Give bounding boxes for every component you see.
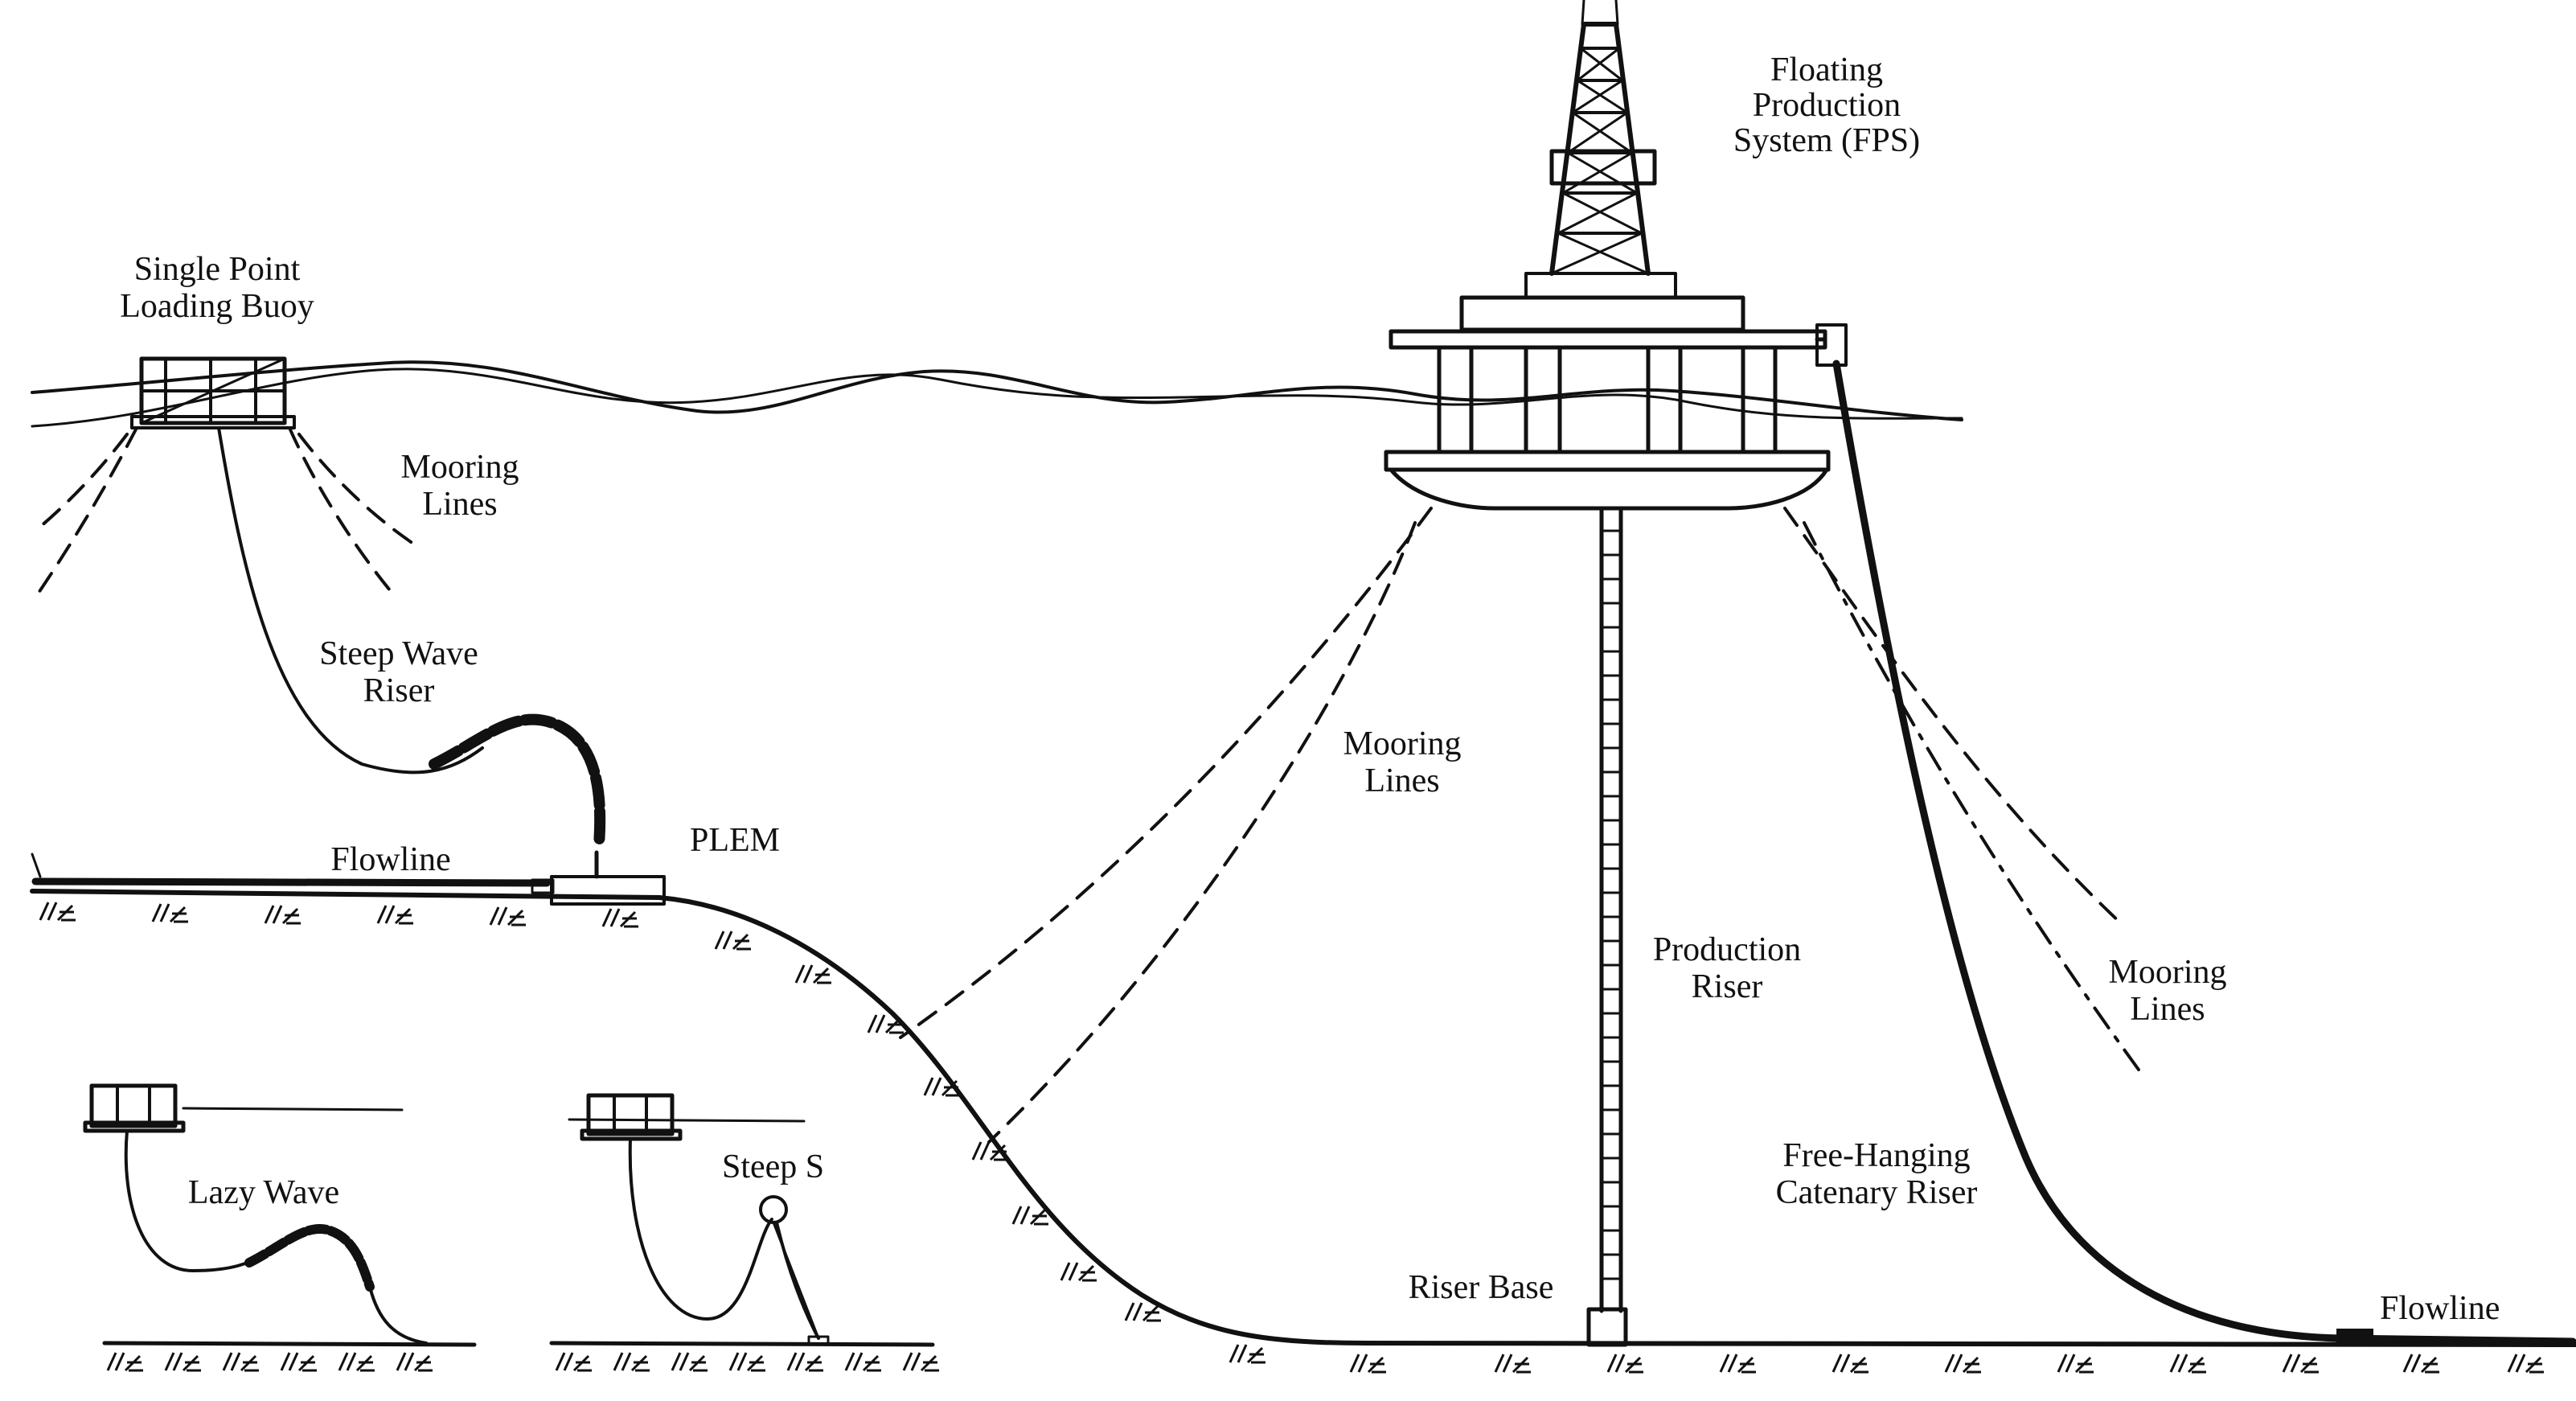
label-mooring-lines-center-line-1: Mooring <box>1343 725 1462 762</box>
label-free-hanging-catenary-riser: Free-Hanging Catenary Riser <box>1776 1137 1978 1211</box>
production-riser-segments <box>1602 529 1621 1280</box>
sea-surface <box>31 360 1963 428</box>
lazy-wave-inset <box>83 1083 477 1372</box>
hatch-mark <box>106 1352 143 1372</box>
fps-deck <box>1388 295 1827 350</box>
hatch-mark <box>489 906 526 926</box>
hatch-mark <box>1832 1354 1868 1374</box>
hatch-mark <box>2282 1354 2319 1374</box>
label-production-riser: Production Riser <box>1653 931 1801 1005</box>
hatch-mark <box>867 1014 904 1034</box>
label-fps-line-2: Production <box>1753 87 1901 124</box>
steep-s-inset <box>549 1093 939 1372</box>
hatch-mark <box>671 1352 708 1372</box>
label-flowline-left: Flowline <box>330 841 450 878</box>
hatch-mark <box>376 905 413 925</box>
hatch-mark <box>1944 1354 1981 1374</box>
seabed-hatching <box>39 902 2544 1374</box>
label-spl-buoy-line-1: Single Point <box>134 251 301 288</box>
hatch-mark <box>1349 1354 1386 1374</box>
label-steep-wave-riser-line-2: Riser <box>363 672 435 709</box>
label-mooring-lines-right-line-1: Mooring <box>2109 954 2227 991</box>
fps-columns <box>1437 345 1778 453</box>
buoy-mooring-lines <box>34 426 420 597</box>
label-spl-buoy-line-2: Loading Buoy <box>120 288 314 325</box>
label-mooring-lines-right-line-2: Lines <box>2130 991 2205 1028</box>
label-production-riser-line-2: Riser <box>1692 968 1763 1005</box>
fps-mooring-lines-left <box>899 507 1433 1144</box>
hatch-mark <box>1606 1354 1643 1374</box>
label-mooring-lines-center: Mooring Lines <box>1343 725 1462 799</box>
hatch-mark <box>971 1141 1008 1161</box>
steep-wave-riser <box>217 426 606 850</box>
hatch-mark <box>264 905 301 925</box>
label-mooring-lines-buoy-line-2: Lines <box>422 486 497 523</box>
hatch-mark <box>786 1352 823 1372</box>
production-riser <box>1599 506 1623 1313</box>
hatch-mark <box>2402 1354 2439 1374</box>
hatch-mark <box>396 1352 433 1372</box>
hatch-mark <box>902 1352 939 1372</box>
fps-pontoon <box>1384 450 1831 511</box>
hatch-mark <box>613 1352 650 1372</box>
hatch-mark <box>1719 1354 1756 1374</box>
hatch-mark <box>280 1352 317 1372</box>
hatch-mark <box>728 1352 765 1372</box>
hatch-mark <box>338 1352 375 1372</box>
hatch-mark <box>794 964 831 984</box>
label-riser-base: Riser Base <box>1409 1269 1554 1306</box>
hatch-mark <box>151 903 188 923</box>
flowline-right-connector <box>2336 1329 2373 1346</box>
fps-mooring-lines-right <box>1783 507 2140 1071</box>
flowline-left <box>31 853 551 887</box>
hatch-mark <box>2169 1354 2206 1374</box>
label-fps: Floating Production System (FPS) <box>1733 51 1920 159</box>
label-fhcr-line-2: Catenary Riser <box>1776 1174 1978 1211</box>
hatch-mark <box>222 1352 259 1372</box>
hatch-mark <box>164 1352 201 1372</box>
single-point-loading-buoy <box>130 356 296 429</box>
label-mooring-lines-buoy: Mooring Lines <box>401 449 519 523</box>
hatch-mark <box>2057 1354 2094 1374</box>
hatch-mark <box>2507 1354 2544 1374</box>
lazy-wave-seabed-hatching <box>106 1352 433 1372</box>
hatch-mark <box>1011 1206 1048 1226</box>
seabed <box>30 889 2576 1374</box>
hatch-mark <box>714 931 751 951</box>
label-mooring-lines-buoy-line-1: Mooring <box>401 449 519 486</box>
steep-s-seabed-hatching <box>555 1352 939 1372</box>
fps-derrick <box>1524 0 1677 299</box>
fps-riser-porch <box>1815 323 1848 367</box>
label-mooring-lines-right: Mooring Lines <box>2109 954 2227 1028</box>
hatch-mark <box>923 1077 960 1097</box>
label-steep-wave-riser: Steep Wave Riser <box>319 635 478 709</box>
label-spl-buoy: Single Point Loading Buoy <box>120 251 314 325</box>
hatch-mark <box>555 1352 592 1372</box>
hatch-mark <box>1124 1302 1161 1322</box>
hatch-mark <box>1229 1344 1265 1364</box>
free-hanging-catenary-riser <box>1832 359 2576 1346</box>
hatch-mark <box>601 908 638 928</box>
label-fhcr-line-1: Free-Hanging <box>1782 1137 1970 1174</box>
label-production-riser-line-1: Production <box>1653 931 1801 968</box>
label-fps-line-1: Floating <box>1770 51 1883 88</box>
label-steep-s: Steep S <box>722 1148 824 1185</box>
label-flowline-right: Flowline <box>2380 1290 2500 1327</box>
label-fps-line-3: System (FPS) <box>1733 122 1920 159</box>
label-plem: PLEM <box>690 822 780 859</box>
label-lazy-wave: Lazy Wave <box>188 1174 339 1211</box>
label-mooring-lines-center-line-2: Lines <box>1364 762 1439 799</box>
hatch-mark <box>1060 1262 1097 1282</box>
plem-box <box>531 850 666 906</box>
riser-base-structure <box>1586 1307 1628 1347</box>
label-steep-wave-riser-line-1: Steep Wave <box>319 635 478 672</box>
hatch-mark <box>844 1352 881 1372</box>
hatch-mark <box>39 902 76 922</box>
hatch-mark <box>1494 1354 1531 1374</box>
